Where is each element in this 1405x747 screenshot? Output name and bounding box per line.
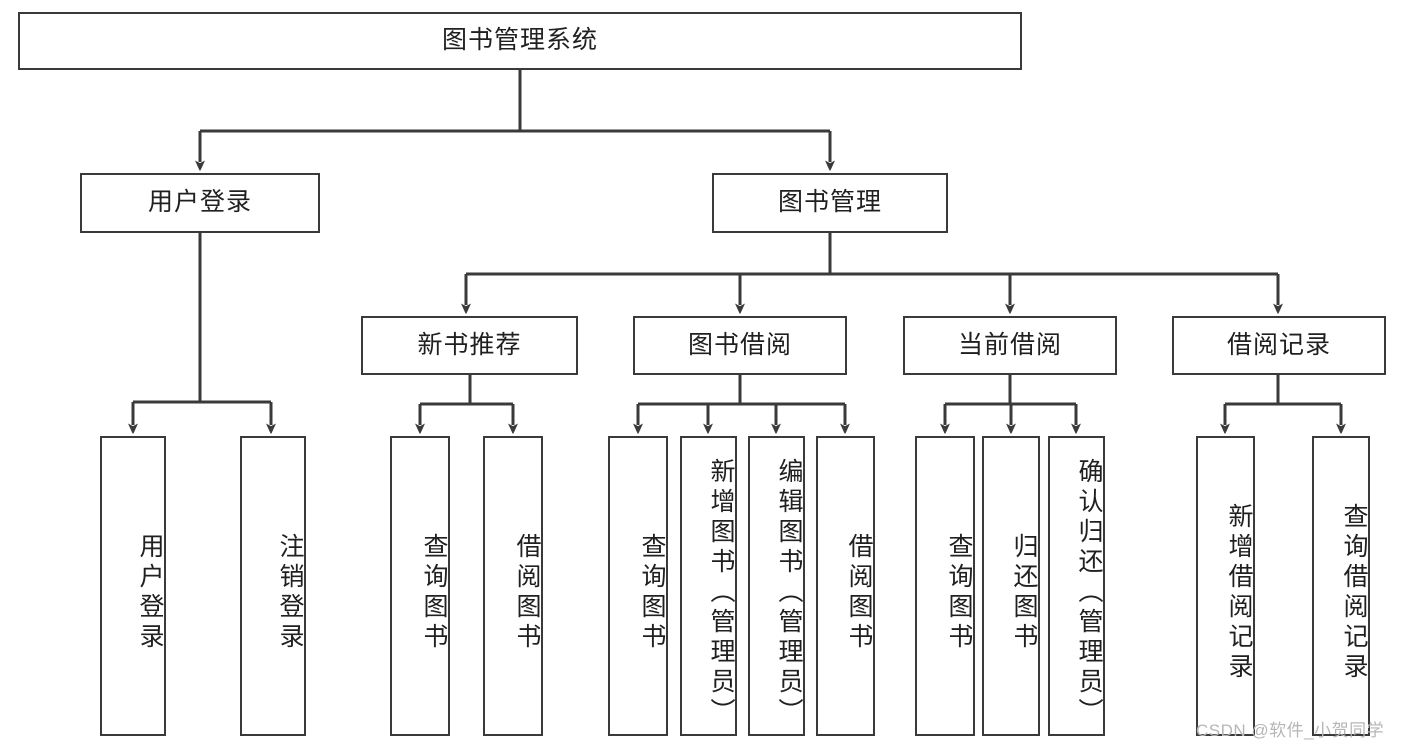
node-br-add-record[interactable]: 新增借阅记录	[1196, 436, 1255, 736]
node-cb-return-book[interactable]: 归还图书	[982, 436, 1040, 736]
node-br-query-record[interactable]: 查询借阅记录	[1312, 436, 1370, 736]
node-book-borrow[interactable]: 图书借阅	[633, 316, 847, 375]
node-borrow-records[interactable]: 借阅记录	[1172, 316, 1386, 375]
node-current-borrow[interactable]: 当前借阅	[903, 316, 1117, 375]
node-book-management[interactable]: 图书管理	[712, 173, 948, 233]
csdn-watermark: CSDN @软件_小贺同学	[1196, 721, 1385, 740]
node-user-login[interactable]: 用户登录	[80, 173, 320, 233]
node-bb-edit-book[interactable]: 编辑图书（管理员）	[748, 436, 805, 736]
node-root-system[interactable]: 图书管理系统	[18, 12, 1022, 70]
node-nb-query-book[interactable]: 查询图书	[390, 436, 450, 736]
node-user-login-action[interactable]: 用户登录	[100, 436, 166, 736]
node-bb-query-book[interactable]: 查询图书	[608, 436, 668, 736]
node-user-logout-action[interactable]: 注销登录	[240, 436, 306, 736]
node-new-book-recommend[interactable]: 新书推荐	[361, 316, 578, 375]
node-cb-query-book[interactable]: 查询图书	[915, 436, 975, 736]
node-nb-borrow-book[interactable]: 借阅图书	[483, 436, 543, 736]
node-bb-add-book[interactable]: 新增图书（管理员）	[680, 436, 737, 736]
node-cb-confirm-return[interactable]: 确认归还（管理员）	[1048, 436, 1105, 736]
node-bb-borrow-book[interactable]: 借阅图书	[816, 436, 875, 736]
